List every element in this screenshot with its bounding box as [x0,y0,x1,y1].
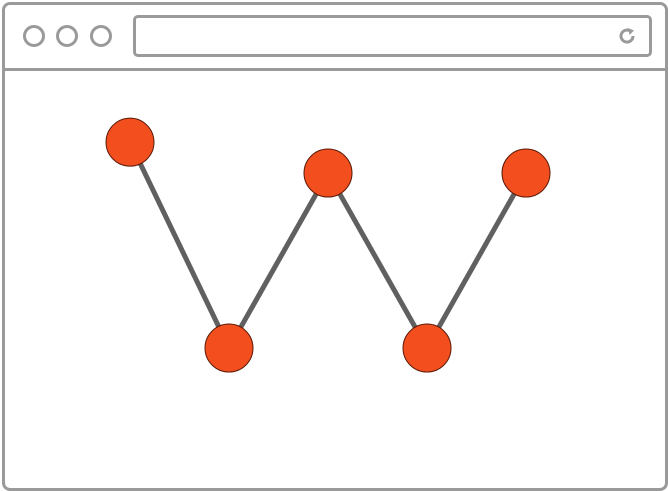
minimize-window-button[interactable] [56,25,78,47]
data-point [204,323,254,373]
data-point [303,148,353,198]
line-segment [325,170,430,351]
data-point [402,323,452,373]
line-segment [226,170,331,351]
line-segment [127,139,232,351]
close-window-button[interactable] [23,25,45,47]
maximize-window-button[interactable] [90,25,112,47]
data-point [501,148,551,198]
line-segment [424,170,529,351]
browser-titlebar [5,5,665,71]
reload-icon[interactable] [617,26,637,46]
line-chart [105,117,551,373]
data-point [105,117,155,167]
address-bar[interactable] [133,15,652,57]
page-content [5,71,665,488]
